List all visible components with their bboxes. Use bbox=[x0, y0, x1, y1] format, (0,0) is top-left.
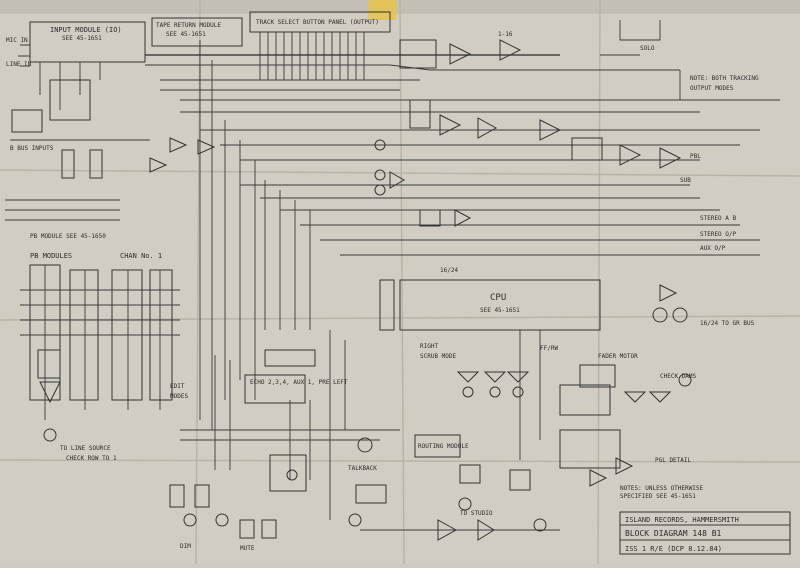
cpu-block: CPU SEE 45-1651 16/24 bbox=[379, 267, 601, 331]
echo-label: ECHO 2,3,4, AUX 1, PRE LEFT bbox=[250, 379, 348, 386]
talkback-label: TALKBACK bbox=[348, 465, 377, 472]
bus-line bbox=[300, 224, 760, 256]
bus-line bbox=[240, 184, 720, 211]
svg-text:TO LINE SOURCE: TO LINE SOURCE bbox=[60, 445, 111, 452]
tape-return-sub: SEE 45-1651 bbox=[166, 31, 206, 38]
upper-right-circuit: 1-16 SOLO NOTE: BOTH TRACKING OUTPUT MOD… bbox=[399, 20, 759, 169]
led-group: RIGHT SCRUB MODE bbox=[420, 343, 530, 398]
switch-chain: PBL SUB STEREO A B STEREO O/P AUX O/P bbox=[149, 137, 737, 252]
svg-text:CHECK ROW TO 1: CHECK ROW TO 1 bbox=[66, 455, 117, 462]
svg-text:EDIT: EDIT bbox=[170, 383, 185, 390]
svg-text:SUB: SUB bbox=[680, 177, 691, 184]
svg-text:PBL: PBL bbox=[690, 153, 701, 160]
chan-note: PB MODULE SEE 45-1650 bbox=[30, 233, 106, 240]
svg-text:STEREO A B: STEREO A B bbox=[700, 215, 737, 222]
title-line3: ISS 1 R/E (DCP 8.12.84) bbox=[625, 545, 722, 553]
svg-text:CHECK DAMS: CHECK DAMS bbox=[660, 373, 697, 380]
to-studio-label: TO STUDIO bbox=[460, 510, 493, 517]
svg-text:NOTE: BOTH TRACKING: NOTE: BOTH TRACKING bbox=[690, 75, 759, 82]
svg-text:NOTES: UNLESS OTHERWISE: NOTES: UNLESS OTHERWISE bbox=[620, 485, 703, 492]
chan-label: CHAN No. 1 bbox=[120, 252, 162, 260]
echo-block: ECHO 2,3,4, AUX 1, PRE LEFT EDIT MODES bbox=[170, 349, 348, 492]
mic-in-label: MIC IN bbox=[6, 37, 28, 44]
track-select-label: TRACK SELECT BUTTON PANEL (OUTPUT) bbox=[256, 19, 379, 26]
track-select-panel: TRACK SELECT BUTTON PANEL (OUTPUT) bbox=[249, 11, 391, 80]
svg-text:MODES: MODES bbox=[170, 393, 188, 400]
title-block: ISLAND RECORDS, HAMMERSMITH BLOCK DIAGRA… bbox=[619, 511, 791, 555]
svg-text:DIM: DIM bbox=[180, 543, 191, 550]
svg-text:MUTE: MUTE bbox=[240, 545, 255, 552]
bus-line bbox=[180, 429, 400, 441]
svg-text:OUTPUT MODES: OUTPUT MODES bbox=[690, 85, 734, 92]
routing-label: ROUTING MODULE bbox=[418, 443, 469, 450]
svg-text:SOLO: SOLO bbox=[640, 45, 655, 52]
fader-motor-label: FADER MOTOR bbox=[598, 353, 638, 360]
svg-text:AUX O/P: AUX O/P bbox=[700, 245, 726, 252]
svg-text:16/24 TO GR BUS: 16/24 TO GR BUS bbox=[700, 320, 755, 327]
cpu-sub: SEE 45-1651 bbox=[480, 307, 520, 314]
input-module-block: INPUT MODULE (IO) SEE 45-1651 MIC IN LIN… bbox=[5, 21, 150, 240]
talkback-section: ROUTING MODULE TALKBACK TO STUDIO bbox=[348, 434, 560, 541]
svg-text:FF/RW: FF/RW bbox=[540, 345, 558, 352]
tape-return-block: TAPE RETURN MODULE SEE 45-1651 bbox=[151, 17, 243, 47]
title-line1: ISLAND RECORDS, HAMMERSMITH bbox=[625, 516, 739, 524]
tape-return-label: TAPE RETURN MODULE bbox=[156, 22, 221, 29]
line-in-label: LINE IN bbox=[6, 61, 32, 68]
svg-text:SPECIFIED SEE 45-1651: SPECIFIED SEE 45-1651 bbox=[620, 493, 696, 500]
vertical-bus bbox=[264, 180, 311, 330]
bus-line bbox=[200, 129, 760, 161]
pb-modules-block: PB MODULES CHAN No. 1 TO LINE SOURCE CHE… bbox=[20, 252, 180, 462]
input-module-label: INPUT MODULE (IO) bbox=[50, 26, 122, 34]
fold-crease bbox=[0, 169, 800, 177]
svg-text:RIGHT: RIGHT bbox=[420, 343, 438, 350]
svg-text:16/24: 16/24 bbox=[440, 267, 458, 274]
lower-left-controls: DIM MUTE bbox=[169, 484, 277, 552]
cpu-label: CPU bbox=[490, 293, 506, 303]
b-bus-label: B BUS INPUTS bbox=[10, 145, 54, 152]
fold-crease bbox=[597, 0, 601, 565]
right-notes: NOTES: UNLESS OTHERWISE SPECIFIED SEE 45… bbox=[620, 485, 703, 500]
fold-crease bbox=[195, 0, 201, 565]
tape-piece bbox=[368, 0, 396, 20]
pb-modules-label: PB MODULES bbox=[30, 252, 72, 260]
title-line2: BLOCK DIAGRAM 148 B1 bbox=[625, 529, 722, 538]
fold-crease bbox=[399, 0, 405, 565]
svg-text:PGL DETAIL: PGL DETAIL bbox=[655, 457, 692, 464]
fold-crease bbox=[0, 459, 800, 463]
vertical-bus bbox=[199, 40, 256, 430]
fader-motor-section: FADER MOTOR CHECK DAMS PGL DETAIL bbox=[559, 353, 697, 487]
right-circuits: 16/24 TO GR BUS FF/RW bbox=[540, 284, 755, 352]
svg-text:1-16: 1-16 bbox=[498, 31, 513, 38]
svg-text:SCRUB MODE: SCRUB MODE bbox=[420, 353, 457, 360]
vertical-bus bbox=[329, 330, 541, 520]
svg-text:STEREO O/P: STEREO O/P bbox=[700, 231, 737, 238]
input-module-sub: SEE 45-1651 bbox=[62, 35, 102, 42]
